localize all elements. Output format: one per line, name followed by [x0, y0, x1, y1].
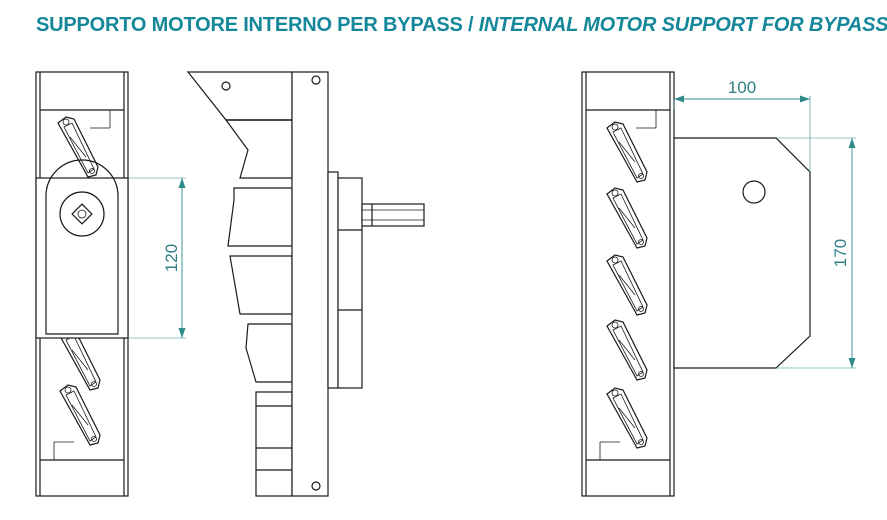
- motor-plate-front: [35, 177, 129, 339]
- side-blade-section: [245, 323, 293, 383]
- front-view: 120: [35, 71, 186, 497]
- motor-body: [337, 177, 363, 389]
- side-top-cap: [186, 71, 293, 121]
- rear-view: 100 170: [581, 71, 856, 497]
- page-title: SUPPORTO MOTORE INTERNO PER BYPASS / INT…: [36, 14, 887, 37]
- side-lower-block: [255, 391, 293, 497]
- front-blade: [57, 116, 99, 178]
- title-separator: /: [467, 14, 474, 36]
- rear-blade: [606, 187, 648, 249]
- rear-blade: [606, 387, 648, 449]
- drive-square: [71, 203, 93, 225]
- side-blade-section: [229, 255, 293, 315]
- title-english: INTERNAL MOTOR SUPPORT FOR BYPASS: [478, 14, 887, 36]
- rear-blade: [606, 319, 648, 381]
- dimension-label: 120: [162, 244, 181, 272]
- side-view: [186, 71, 425, 497]
- motor-flange: [327, 171, 339, 389]
- motor-hub-circle: [59, 191, 105, 237]
- side-blade-section: [224, 119, 293, 179]
- rear-shaft-hole: [742, 180, 766, 204]
- drive-shaft: [361, 203, 425, 227]
- rear-blade: [606, 121, 648, 183]
- dimension-label: 170: [831, 239, 850, 267]
- title-italian: SUPPORTO MOTORE INTERNO PER BYPASS: [36, 14, 463, 36]
- rear-bracket: [673, 137, 811, 369]
- side-blade-section: [227, 187, 293, 247]
- rear-blade: [606, 254, 648, 316]
- front-blade: [59, 384, 101, 446]
- dimension-label: 100: [728, 78, 756, 97]
- side-frame-plate: [291, 71, 329, 497]
- front-blade: [59, 329, 101, 391]
